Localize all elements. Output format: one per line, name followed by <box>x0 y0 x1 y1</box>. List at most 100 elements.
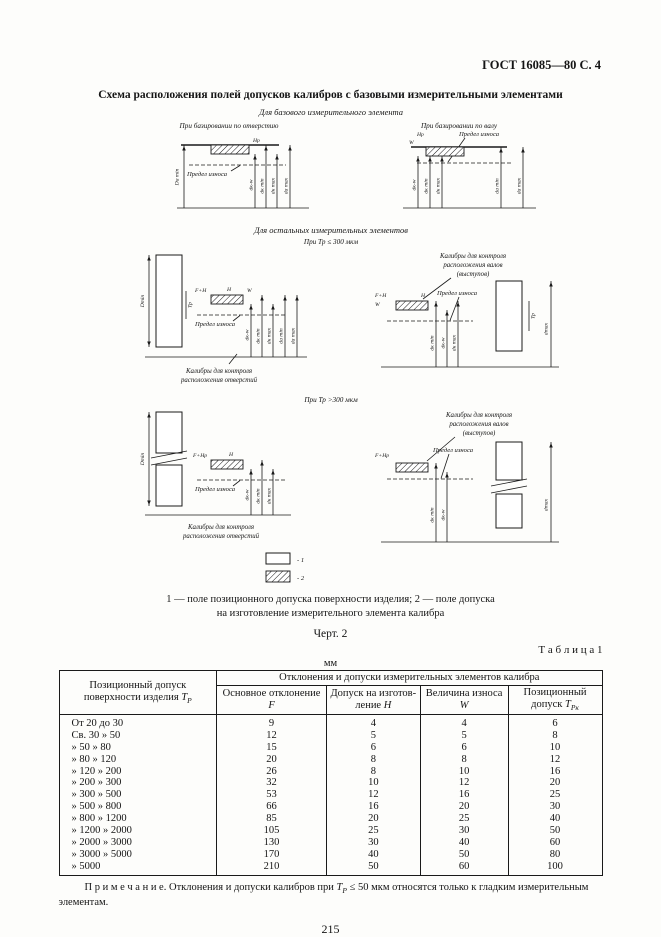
cell-range: » 80 » 120 <box>58 753 218 766</box>
cell-w: 20 <box>419 801 509 814</box>
dim-label: dк min <box>423 178 429 193</box>
cell-f: 170 <box>216 848 327 861</box>
dim-label: W <box>247 288 253 294</box>
diagram-caption: расположения валов <box>442 262 502 269</box>
workpiece-zone <box>155 464 182 507</box>
wear-limit-label: Предел износа <box>194 486 236 493</box>
cell-tpk: 50 <box>507 824 603 837</box>
cell-range: » 3000 » 5000 <box>58 848 218 861</box>
cell-h: 25 <box>325 824 421 837</box>
dim-label: dк-w <box>244 489 250 500</box>
cell-h: 8 <box>325 765 421 778</box>
cell-range: » 200 » 300 <box>58 777 218 790</box>
table-note: П р и м е ч а н и е. Отклонения и допуск… <box>58 882 589 909</box>
cell-h: 12 <box>325 789 421 802</box>
diagram-caption: расположения отверстий <box>180 377 258 384</box>
table-unit: мм <box>323 658 338 670</box>
cell-tpk: 80 <box>507 848 603 861</box>
legend-swatch-2 <box>265 570 290 583</box>
dim-label: dmax <box>543 322 549 335</box>
note-label: П р и м е ч а н и е. <box>84 882 167 894</box>
page-title: Схема расположения полей допусков калибр… <box>98 89 563 101</box>
cell-range: » 2000 » 3000 <box>58 836 218 849</box>
cell-range: От 20 до 30 <box>58 714 218 731</box>
cell-tpk: 25 <box>507 789 603 802</box>
cell-tpk: 60 <box>507 836 603 849</box>
dim-label: dа min <box>278 328 284 344</box>
cell-w: 4 <box>419 714 509 731</box>
diagram-caption: (выступов) <box>456 271 489 278</box>
dim-label: dк min <box>259 178 265 193</box>
legend-swatch-1 <box>265 552 290 565</box>
workpiece-zone <box>155 411 182 454</box>
legend-item-2: - 2 <box>297 575 305 582</box>
diagram-caption: (выступов) <box>462 430 495 437</box>
dim-label: Тр <box>530 313 536 319</box>
cell-f: 130 <box>216 836 327 849</box>
wear-limit-label: Предел износа <box>436 290 478 297</box>
cell-f: 105 <box>216 824 327 837</box>
section1-title: Для базового измерительного элемента <box>257 107 402 117</box>
cell-tpk: 10 <box>507 741 603 754</box>
dim-label: dа min <box>494 178 500 194</box>
cell-h: 30 <box>325 836 421 849</box>
dim-label: dк-w <box>411 179 417 190</box>
dim-label: Н <box>420 293 426 299</box>
dim-label: dк min <box>429 507 435 522</box>
diagram-base-hole: Нр Предел износа Dа min dк-w dк min dк m… <box>174 138 309 209</box>
dim-label: F+Нр <box>374 453 389 459</box>
cell-w: 60 <box>419 860 509 876</box>
cell-h: 40 <box>325 848 421 861</box>
diagram-caption: расположения отверстий <box>182 533 260 540</box>
cell-w: 12 <box>419 777 509 790</box>
cell-w: 5 <box>419 730 509 742</box>
legend-note: 1 — поле позиционного допуска поверхност… <box>0 593 661 621</box>
workpiece-zone <box>495 493 522 529</box>
dim-label: dк min <box>255 488 261 503</box>
tolerance-diagram: Для базового измерительного элемента При… <box>140 107 559 583</box>
section1-left-subtitle: При базировании по отверстию <box>178 122 278 130</box>
cell-h: 5 <box>325 730 421 742</box>
legend-note-line1: 1 — поле позиционного допуска поверхност… <box>166 594 495 605</box>
workpiece-zone <box>155 254 182 348</box>
cell-h: 4 <box>325 714 421 731</box>
gauge-tolerance-zone <box>395 462 428 473</box>
dim-label: dа max <box>283 177 289 194</box>
diagram-caption: Калибры для контроля <box>438 253 505 260</box>
cell-range: » 50 » 80 <box>58 741 218 754</box>
gauge-tolerance-zone <box>210 459 243 470</box>
dim-label: F+Нр <box>192 453 207 459</box>
cell-range: » 500 » 800 <box>58 801 218 814</box>
dim-label: dк max <box>270 177 276 194</box>
cell-h: 6 <box>325 741 421 754</box>
dim-label: dа max <box>516 177 522 194</box>
cell-range: » 120 » 200 <box>58 765 218 778</box>
cell-tpk: 100 <box>507 860 603 876</box>
gauge-tolerance-zone <box>395 300 428 311</box>
diagram-caption: Калибры для контроля <box>184 368 251 375</box>
cell-tpk: 8 <box>507 730 603 742</box>
workpiece-zone <box>495 280 522 352</box>
col-header-tpk: Позиционный допуск ТРк <box>507 685 603 716</box>
diagram-caption: Калибры для контроля <box>186 524 253 531</box>
diagram-small-shafts: Калибры для контроля расположения валов … <box>374 253 559 368</box>
section1-right-subtitle: При базировании по валу <box>419 122 497 130</box>
dim-label: Dа min <box>174 168 180 186</box>
gauge-tolerance-zone <box>210 294 243 305</box>
dim-label: dк min <box>255 328 261 343</box>
cell-tpk: 12 <box>507 753 603 766</box>
cell-w: 25 <box>419 813 509 825</box>
gauge-tolerance-zone <box>210 144 249 155</box>
table-area: Т а б л и ц а 1 мм Позиционный допуск по… <box>58 644 603 910</box>
cell-w: 50 <box>419 848 509 861</box>
page-number: 215 <box>321 921 340 936</box>
dim-label: dк-w <box>440 337 446 348</box>
cell-f: 20 <box>216 753 327 766</box>
diagram-large-holes: Dmin F+Нр Н Предел износа dк-w dк min dк… <box>140 411 291 540</box>
cell-f: 210 <box>216 860 327 876</box>
